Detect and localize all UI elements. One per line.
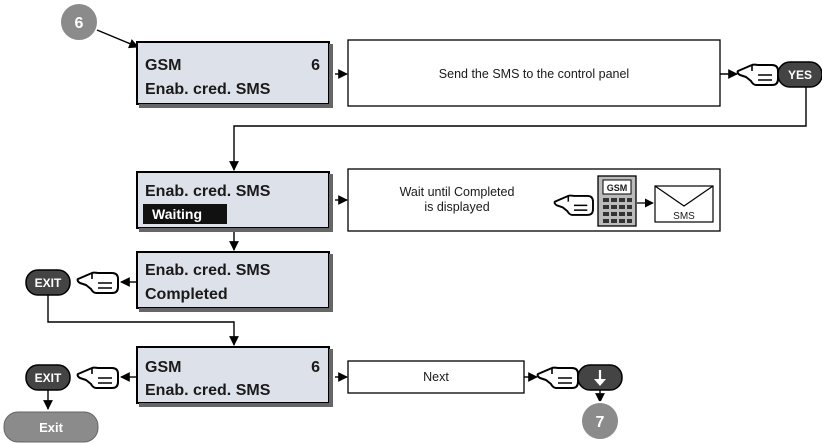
next-text: Next xyxy=(423,370,449,384)
next-box: Next xyxy=(347,360,525,394)
step-6-number: 6 xyxy=(75,15,84,32)
wait-box: Wait until Completed is displayed GSM SM… xyxy=(347,168,721,232)
lcd3-line1: Enab. cred. SMS xyxy=(145,262,271,279)
yes-button-label: YES xyxy=(788,68,812,82)
lcd4-line1: GSM xyxy=(145,359,181,376)
arrow-step6-to-lcd1 xyxy=(96,29,139,49)
lcd-display-1: GSM 6 Enab. cred. SMS xyxy=(136,41,333,108)
exit-button-2-label: EXIT xyxy=(35,371,62,385)
send-sms-text: Send the SMS to the control panel xyxy=(439,67,629,81)
exit-button-1-label: EXIT xyxy=(35,276,62,290)
pointing-hand-icon xyxy=(736,63,779,86)
exit-terminal-label: Exit xyxy=(39,420,64,435)
lcd3-line2: Completed xyxy=(145,286,228,303)
lcd1-line1-number: 6 xyxy=(311,57,320,74)
pointing-hand-icon xyxy=(76,271,119,294)
down-button[interactable] xyxy=(577,364,623,391)
sms-label: SMS xyxy=(673,211,695,222)
envelope-icon: SMS xyxy=(654,185,714,223)
lcd2-line1: Enab. cred. SMS xyxy=(145,183,271,200)
step-7-number: 7 xyxy=(596,414,605,431)
step-7-circle xyxy=(580,401,620,441)
arrow-down-icon xyxy=(594,370,606,386)
pointing-hand-icon xyxy=(536,366,579,389)
pointing-hand-icon xyxy=(76,366,119,389)
send-sms-box: Send the SMS to the control panel xyxy=(347,39,721,107)
connector-exit-to-lcd4 xyxy=(47,295,239,346)
phone-keypad-icon: GSM xyxy=(597,175,637,227)
lcd-display-4: GSM 6 Enab. cred. SMS xyxy=(136,346,333,407)
lcd2-status: Waiting xyxy=(152,206,202,222)
step-6-circle xyxy=(59,2,99,42)
wait-text-line2: is displayed xyxy=(424,200,489,214)
lcd4-line1-number: 6 xyxy=(311,359,320,376)
lcd4-line2: Enab. cred. SMS xyxy=(145,382,271,399)
lcd-display-2: Enab. cred. SMS Waiting xyxy=(136,171,333,232)
lcd-display-3: Enab. cred. SMS Completed xyxy=(136,251,333,312)
connector-yes-to-lcd2 xyxy=(229,87,807,171)
lcd1-line1: GSM xyxy=(145,57,181,74)
lcd1-line2: Enab. cred. SMS xyxy=(145,81,271,98)
wait-text-line1: Wait until Completed xyxy=(400,185,515,199)
phone-label: GSM xyxy=(607,183,628,193)
yes-button[interactable]: YES xyxy=(777,61,822,88)
exit-button-2[interactable]: EXIT xyxy=(25,364,71,391)
exit-terminal: Exit xyxy=(3,411,99,443)
waiting-highlight xyxy=(143,204,227,224)
exit-button-1[interactable]: EXIT xyxy=(25,269,71,296)
